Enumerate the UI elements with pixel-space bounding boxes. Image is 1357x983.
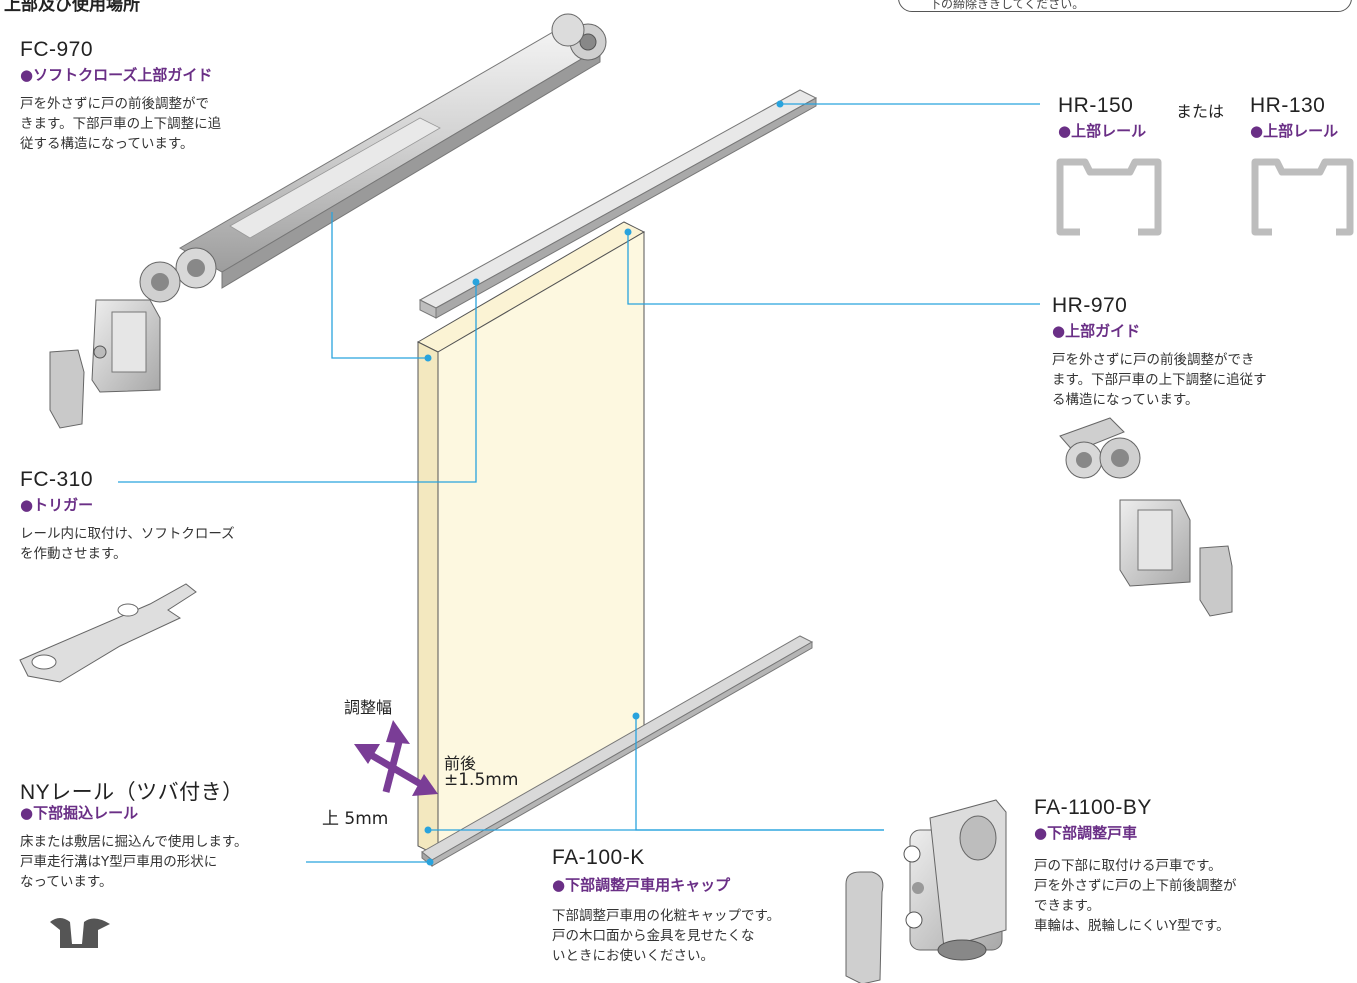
fa1100by-code: FA-1100-BY (1034, 796, 1152, 819)
fc970-illustration (49, 13, 607, 429)
fa100k-desc: 下部調整戸車用の化粧キャップです。 戸の木口面から金具を見せたくな いときにお使… (552, 908, 781, 964)
note-text: 下の締除ききしてください。 (929, 0, 1085, 11)
fc310-trigger-illustration (19, 583, 197, 683)
note-box: 下の締除ききしてください。 (898, 0, 1352, 12)
fc970-desc: 戸を外さずに戸の前後調整がで きます。下部戸車の上下調整に追 従する構造になって… (20, 96, 222, 152)
or-label: または (1176, 102, 1225, 121)
nyrail-code: NYレール（ツバ付き） (20, 781, 244, 804)
hr970-hardware (1059, 417, 1233, 617)
fc970-code: FC-970 (20, 38, 94, 61)
rail-profiles (1056, 158, 1354, 236)
ny-rail-profile-icon (50, 918, 110, 948)
adjust-arrows (354, 720, 438, 796)
nyrail-name: ●下部掘込レール (20, 804, 139, 822)
hr150-code: HR-150 (1058, 94, 1134, 117)
leader-dots (424, 100, 784, 866)
fc310-code: FC-310 (20, 468, 94, 491)
adjust-front-back-value: ±1.5mm (444, 770, 519, 790)
fa1100by-roller-illustration (903, 799, 1007, 961)
door-panel (416, 221, 646, 857)
hr150-name: ●上部レール (1058, 122, 1147, 140)
fc310-desc: レール内に取付け、ソフトクローズ を作動させます。 (20, 526, 235, 562)
hr130-code: HR-130 (1250, 94, 1326, 117)
hr970-rail-illustration (418, 89, 818, 319)
adjust-up: 上 5mm (322, 809, 389, 829)
hr130-name: ●上部レール (1250, 122, 1339, 140)
fa1100by-name: ●下部調整戸車 (1034, 824, 1138, 842)
nyrail-desc: 床または敷居に掘込んで使用します。 戸車走行溝はY型戸車用の形状に なっています… (20, 834, 248, 890)
fa1100by-desc: 戸の下部に取付ける戸車です。 戸を外さずに戸の上下前後調整が できます。 車輪は… (1034, 858, 1237, 934)
adjust-front-back: 前後 (444, 754, 477, 773)
fa100k-cap-illustration (845, 871, 884, 983)
fc970-name: ●ソフトクローズ上部ガイド (20, 66, 213, 84)
page-title: 上部及び使用場所 (4, 0, 140, 15)
adjust-label: 調整幅 (344, 698, 393, 717)
hr970-code: HR-970 (1052, 294, 1128, 317)
leader-lines (118, 103, 1040, 863)
hr970-name: ●上部ガイド (1052, 322, 1141, 340)
hr970-desc: 戸を外さずに戸の前後調整ができ ます。下部戸車の上下調整に追従す る構造になって… (1052, 352, 1267, 408)
fc310-name: ●トリガー (20, 496, 94, 514)
fa100k-name: ●下部調整戸車用キャップ (552, 876, 731, 894)
fa100k-code: FA-100-K (552, 846, 645, 869)
